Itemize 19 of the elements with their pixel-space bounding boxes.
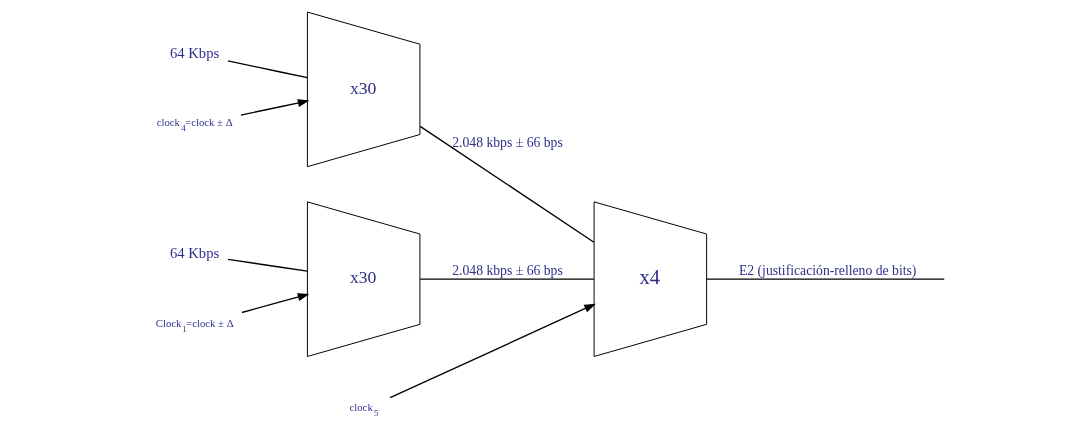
connector <box>419 278 595 280</box>
node-text: clock$_{5}$ <box>348 401 378 419</box>
node-text: Clock$_{1}$=clock ± Δ <box>155 316 234 334</box>
node-text: 64 Kbps <box>169 44 219 61</box>
connector <box>226 60 308 79</box>
edge-label: E2 (justificación-relleno de bits) <box>738 263 916 279</box>
node-box: x30 <box>306 201 420 357</box>
arrow <box>240 293 309 314</box>
arrow <box>239 99 309 116</box>
edge-label: 2.048 kbps ± 66 bps <box>451 263 563 279</box>
node-text: clock$_{4}$=clock ± Δ <box>156 116 233 134</box>
edge-label: 2.048 kbps ± 66 bps <box>451 135 563 151</box>
node-box: x30 <box>306 11 420 168</box>
connector <box>705 278 945 280</box>
node-text: 64 Kbps <box>169 245 219 262</box>
arrow <box>388 303 596 399</box>
node-box: x4 <box>593 201 707 357</box>
connector <box>419 125 595 243</box>
connector <box>226 258 308 272</box>
